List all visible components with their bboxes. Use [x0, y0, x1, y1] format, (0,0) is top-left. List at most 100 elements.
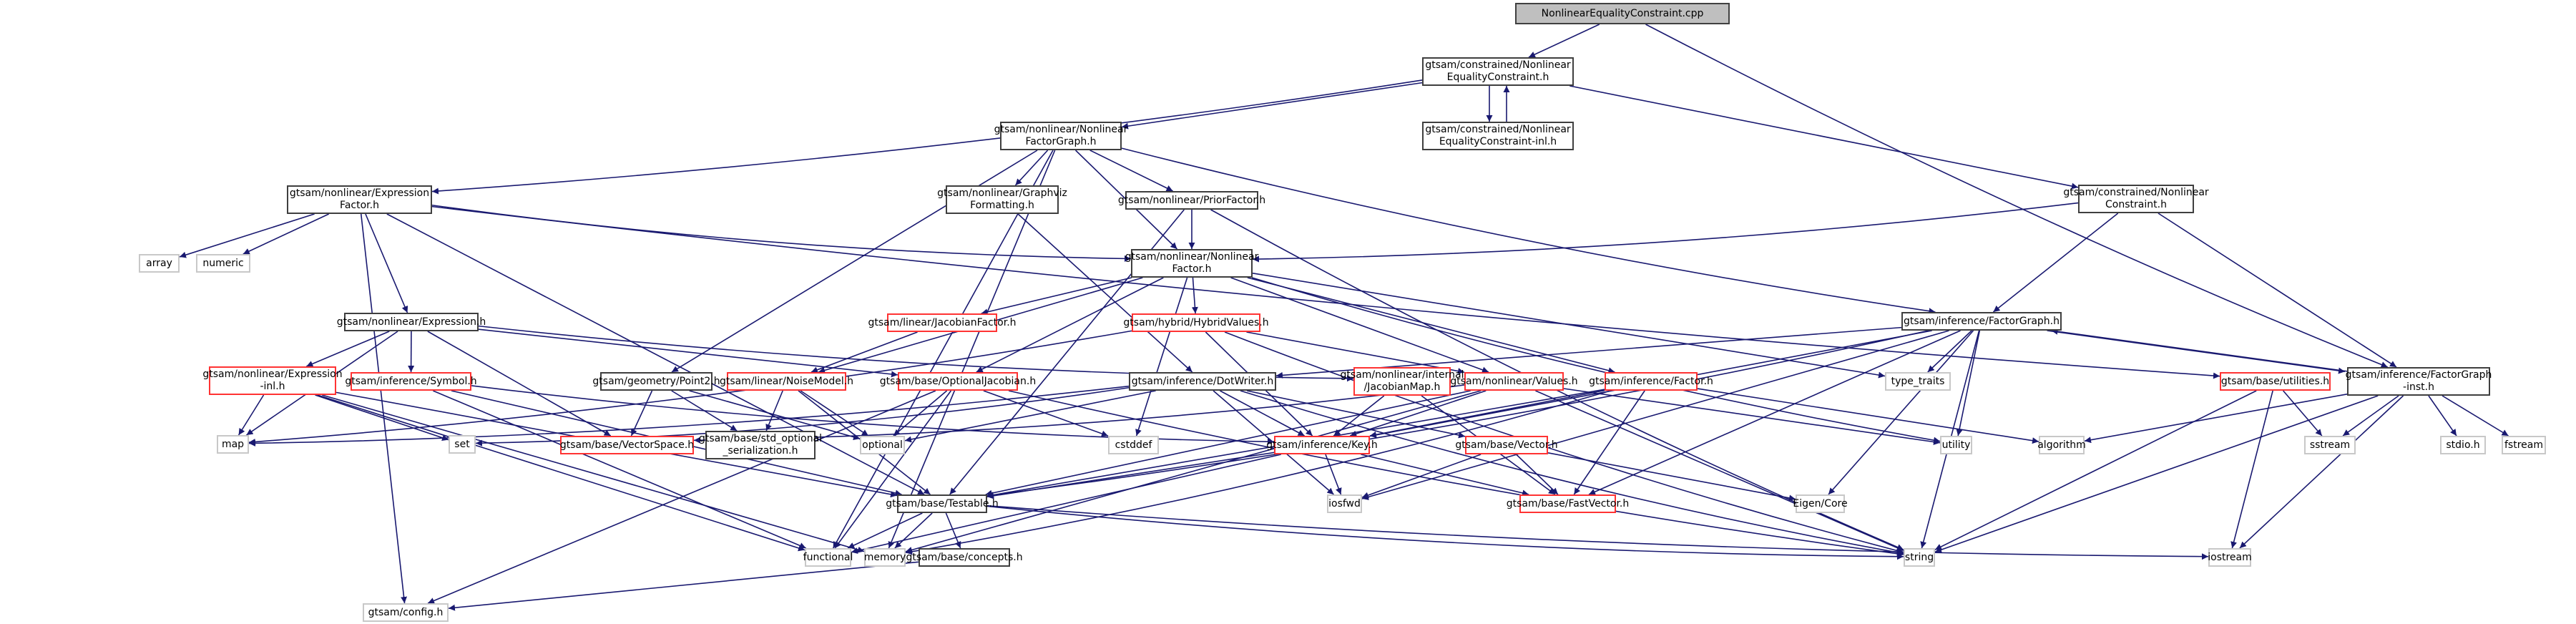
edge-factor-to-fastvec: [1573, 390, 1645, 495]
node-utilities[interactable]: gtsam/base/utilities.h: [2220, 372, 2331, 391]
node-symbol[interactable]: gtsam/inference/Symbol.h: [345, 372, 477, 391]
edge-nfg-to-gviz: [1014, 150, 1049, 186]
node-prior[interactable]: gtsam/nonlinear/PriorFactor.h: [1118, 191, 1265, 210]
node-values[interactable]: gtsam/nonlinear/Values.h: [1450, 372, 1578, 391]
edge-nf-to-values: [1230, 277, 1489, 374]
node-label: gtsam/base/concepts.h: [906, 551, 1023, 563]
edge-concepts-to-config: [448, 561, 919, 611]
node-label: Constraint.h: [2105, 199, 2167, 210]
node-noise[interactable]: gtsam/linear/NoiseModel.h: [720, 372, 853, 391]
edge-prior-to-testable: [949, 209, 1185, 495]
node-jmap[interactable]: gtsam/nonlinear/internal/JacobianMap.h: [1341, 367, 1464, 396]
edge-nf-to-type_traits: [1252, 273, 1886, 379]
node-label: gtsam/inference/Key.h: [1266, 439, 1378, 451]
edge-vector-to-eigen: [1547, 452, 1796, 502]
node-vector[interactable]: gtsam/base/Vector.h: [1455, 436, 1558, 454]
node-label: EqualityConstraint.h: [1446, 72, 1549, 83]
edge-hybv-to-string: [1224, 331, 1904, 554]
node-label: stdio.h: [2446, 439, 2480, 451]
node-optjac[interactable]: gtsam/base/OptionalJacobian.h: [880, 372, 1036, 391]
edge-dotw-to-optional: [904, 390, 1156, 443]
edge-ncon-to-nf: [1252, 202, 2079, 263]
node-label: fstream: [2504, 439, 2543, 451]
edge-utilities-to-string: [1934, 390, 2257, 550]
node-hybv[interactable]: gtsam/hybrid/HybridValues.h: [1123, 313, 1269, 332]
node-point2[interactable]: gtsam/geometry/Point2.h: [592, 372, 720, 391]
node-fg[interactable]: gtsam/inference/FactorGraph.h: [1901, 312, 2062, 331]
node-sstream: sstream: [2304, 436, 2356, 454]
edge-testable-to-iostream: [986, 504, 2209, 560]
node-jacf[interactable]: gtsam/linear/JacobianFactor.h: [868, 313, 1017, 332]
node-testable[interactable]: gtsam/base/Testable.h: [886, 494, 999, 513]
edge-vector-to-fastvec: [1515, 454, 1559, 495]
edge-nf-to-optjac: [976, 277, 1164, 373]
node-label: -inl.h: [260, 381, 285, 392]
node-stdio: stdio.h: [2440, 436, 2486, 454]
node-stdopt[interactable]: gtsam/base/std_optional_serialization.h: [699, 431, 822, 459]
edge-key-to-fastvec: [1361, 454, 1529, 497]
node-root[interactable]: NonlinearEqualityConstraint.cpp: [1515, 3, 1730, 24]
edge-optjac-to-functional: [834, 390, 952, 549]
node-label: gtsam/inference/Factor.h: [1589, 375, 1713, 387]
edge-testable-to-memory: [894, 512, 933, 549]
node-factor[interactable]: gtsam/inference/Factor.h: [1589, 372, 1713, 391]
node-label: string: [1904, 551, 1934, 563]
edge-optjac-to-optional: [893, 390, 948, 437]
node-fginst[interactable]: gtsam/inference/FactorGraph-inst.h: [2346, 367, 2492, 396]
node-exprinl[interactable]: gtsam/nonlinear/Expression-inl.h: [202, 366, 343, 395]
edge-nec-to-nfg: [1121, 82, 1423, 130]
node-label: NonlinearEqualityConstraint.cpp: [1541, 7, 1704, 19]
edge-exprinl-to-functional: [317, 394, 805, 552]
edge-factor-to-memory: [905, 390, 1611, 555]
node-dotw[interactable]: gtsam/inference/DotWriter.h: [1129, 372, 1276, 391]
edge-nf-to-utility: [1251, 277, 1941, 444]
node-label: FactorGraph.h: [1025, 136, 1097, 147]
node-expr[interactable]: gtsam/nonlinear/Expression.h: [337, 313, 486, 331]
node-concepts[interactable]: gtsam/base/concepts.h: [906, 548, 1023, 567]
node-label: gtsam/nonlinear/Expression: [202, 369, 343, 380]
node-map: map: [217, 435, 249, 454]
node-label: gtsam/inference/DotWriter.h: [1131, 375, 1274, 387]
edge-dotw-to-iosfwd: [1213, 390, 1334, 495]
node-label: gtsam/nonlinear/Values.h: [1450, 375, 1578, 387]
node-label: EqualityConstraint-inl.h: [1439, 136, 1557, 147]
node-memory: memory: [864, 548, 906, 567]
node-string: string: [1904, 548, 1935, 567]
edge-factor-to-key: [1369, 389, 1605, 438]
edge-nec-to-ncon: [1569, 85, 2079, 190]
edge-nfg-to-prior: [1089, 150, 1173, 192]
node-label: map: [221, 438, 245, 450]
node-label: -inst.h: [2403, 381, 2434, 393]
edge-symbol-to-functional: [432, 390, 807, 549]
edge-noise-to-optional: [800, 390, 869, 437]
node-label: set: [454, 438, 470, 450]
node-label: functional: [803, 551, 853, 563]
edge-fg-to-type_traits: [1927, 330, 1972, 373]
edge-values-to-string: [1535, 390, 1904, 552]
node-label: gtsam/nonlinear/internal: [1340, 369, 1464, 381]
node-label: Formatting.h: [970, 200, 1034, 211]
edge-dotw-to-vector: [1246, 390, 1466, 439]
node-vspace[interactable]: gtsam/base/VectorSpace.h: [560, 436, 694, 454]
edge-key-to-iosfwd: [1325, 454, 1342, 495]
edge-fg-to-testable: [986, 330, 1929, 499]
node-fastvec[interactable]: gtsam/base/FastVector.h: [1507, 494, 1629, 513]
node-array: array: [139, 254, 180, 273]
node-label: gtsam/linear/JacobianFactor.h: [868, 316, 1017, 328]
edge-point2-to-optional: [689, 390, 861, 441]
edge-fginst-to-fstream: [2442, 395, 2509, 437]
edge-fginst-to-algorithm: [2084, 394, 2348, 444]
node-label: gtsam/nonlinear/PriorFactor.h: [1117, 194, 1266, 206]
edge-point2-to-vspace: [630, 390, 653, 437]
node-key[interactable]: gtsam/inference/Key.h: [1266, 436, 1378, 454]
edge-expf-to-config: [360, 213, 408, 604]
edge-root-to-nec: [1528, 24, 1600, 58]
